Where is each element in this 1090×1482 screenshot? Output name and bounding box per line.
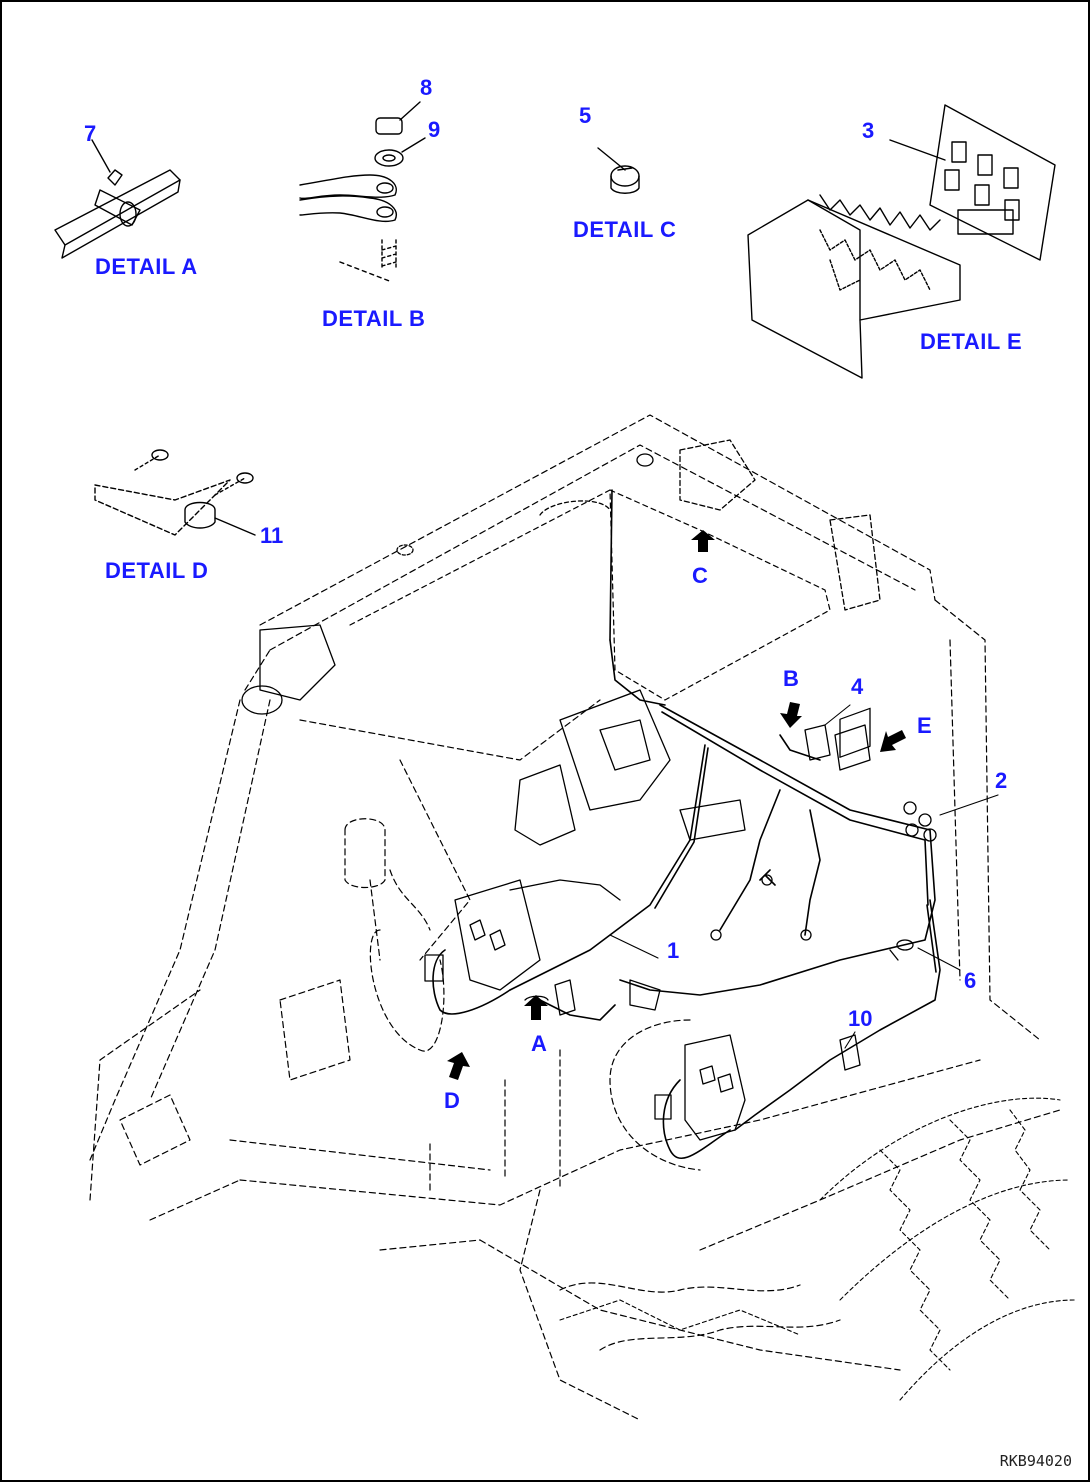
view-arrow-e <box>880 730 906 752</box>
callout-1: 1 <box>667 938 680 963</box>
wiring-harness <box>432 489 941 1160</box>
callout-9: 9 <box>428 117 441 142</box>
crawler-track <box>559 1097 1076 1401</box>
detail-c-title: DETAIL C <box>573 217 677 242</box>
view-arrows <box>447 530 906 1080</box>
view-label-e: E <box>917 713 932 738</box>
detail-b-drawing <box>299 101 426 283</box>
view-label-b: B <box>783 666 799 691</box>
callout-10: 10 <box>848 1006 873 1031</box>
callout-11: 11 <box>260 523 284 548</box>
detail-e-title: DETAIL E <box>920 329 1023 354</box>
cab-frame <box>89 414 1061 1421</box>
detail-e-drawing <box>747 104 1056 379</box>
callout-6: 6 <box>964 968 977 993</box>
detail-c-drawing <box>597 147 640 194</box>
detail-a-drawing <box>54 139 181 259</box>
callout-8: 8 <box>420 75 433 100</box>
callout-7: 7 <box>84 121 97 146</box>
drawing-code: RKB94020 <box>999 1452 1072 1470</box>
detail-d-title: DETAIL D <box>105 558 209 583</box>
callout-2: 2 <box>995 768 1008 793</box>
leader-lines <box>609 704 999 1049</box>
view-arrow-a <box>524 995 548 1020</box>
view-label-a: A <box>531 1031 547 1056</box>
detail-a-title: DETAIL A <box>95 254 198 279</box>
view-label-d: D <box>444 1088 460 1113</box>
callout-4: 4 <box>851 674 864 699</box>
detail-d-drawing <box>94 449 256 536</box>
view-arrow-d <box>447 1052 470 1080</box>
harness-components <box>241 439 937 1141</box>
view-label-c: C <box>692 563 708 588</box>
callout-5: 5 <box>579 103 592 128</box>
view-arrow-b <box>780 702 802 728</box>
detail-b-title: DETAIL B <box>322 306 426 331</box>
callout-3: 3 <box>862 118 875 143</box>
view-arrow-c <box>691 530 715 552</box>
roof-opening <box>349 489 831 701</box>
